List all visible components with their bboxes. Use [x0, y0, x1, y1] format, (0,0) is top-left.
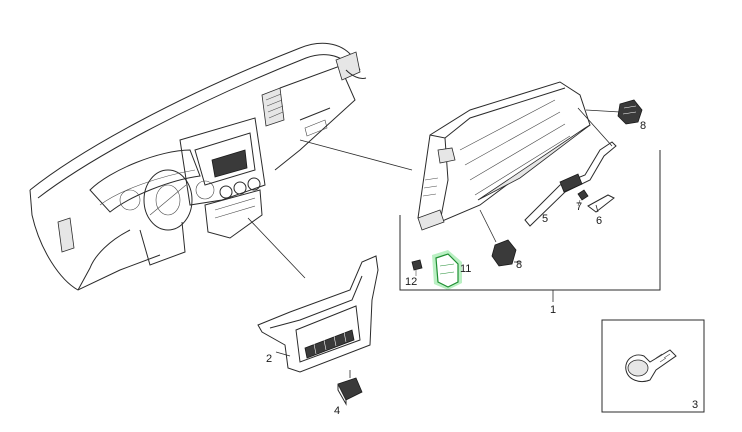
part-4-switch — [337, 370, 363, 406]
group-bracket — [399, 150, 661, 291]
callout-6: 6 — [596, 215, 602, 227]
part-12-clip — [411, 259, 423, 276]
leader-dashboard-to-glovebox — [299, 139, 413, 171]
part-6-latch — [587, 194, 615, 213]
part-11-bracket-highlighted — [432, 250, 462, 290]
part-8-clip-upper — [585, 99, 643, 125]
callout-8-upper: 8 — [640, 120, 646, 132]
callout-11: 11 — [460, 263, 471, 275]
glovebox-assembly — [399, 81, 661, 302]
leader-dashboard-to-lower-panel — [247, 217, 306, 279]
part-5-strap — [524, 107, 617, 227]
callout-2: 2 — [266, 353, 272, 365]
callout-4: 4 — [334, 405, 340, 417]
callout-12: 12 — [405, 276, 417, 288]
callout-8-lower: 8 — [516, 259, 522, 271]
part-3-inset-box — [601, 319, 705, 413]
part-2-lower-center-panel — [257, 255, 379, 373]
part-8-clip-lower — [479, 209, 520, 267]
callout-3: 3 — [692, 399, 698, 411]
callout-5: 5 — [542, 213, 548, 225]
dashboard-illustration — [29, 42, 367, 291]
callout-7: 7 — [576, 201, 582, 213]
part-7-screw — [577, 189, 589, 207]
callout-1: 1 — [550, 304, 556, 316]
